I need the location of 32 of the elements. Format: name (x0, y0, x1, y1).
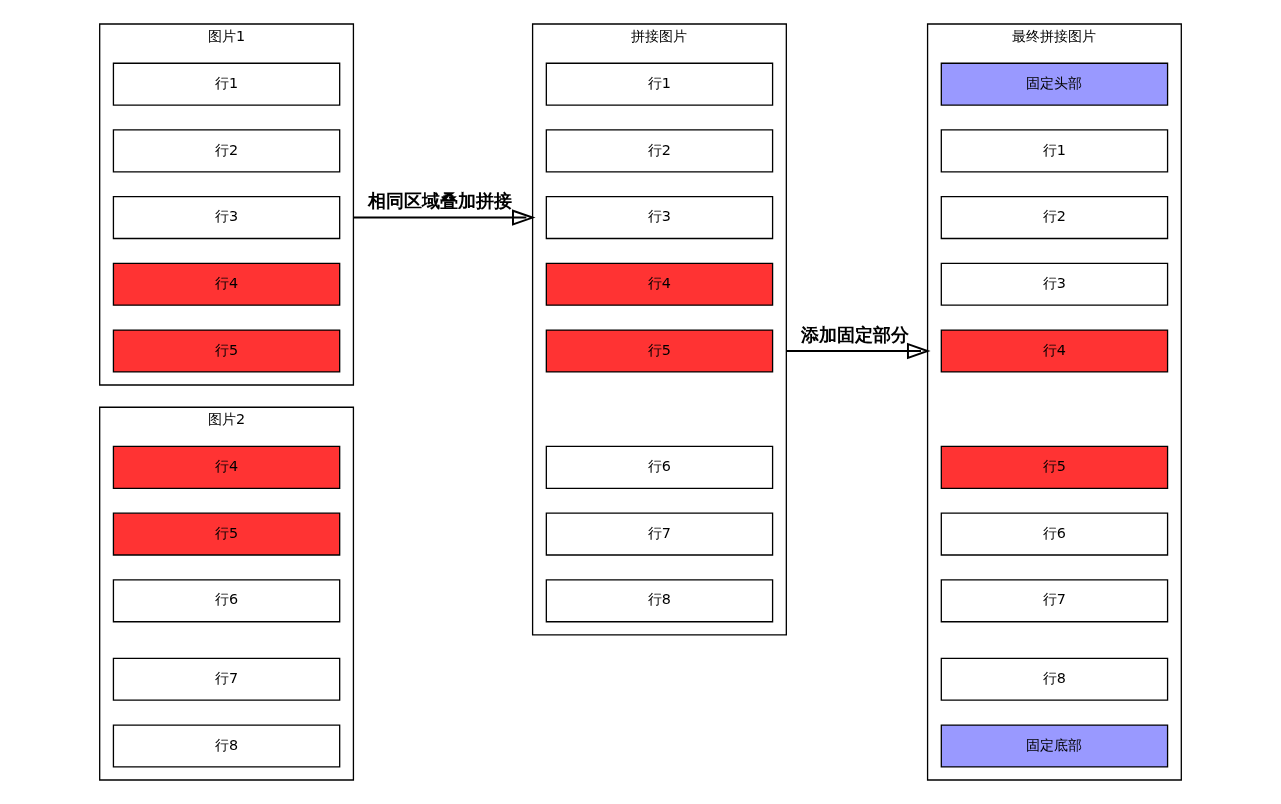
node-box: 行7 (545, 512, 774, 556)
node-box: 行7 (112, 657, 341, 701)
node-box: 行4 (940, 329, 1169, 373)
node-box: 行2 (112, 129, 341, 173)
node-box: 行1 (940, 129, 1169, 173)
node-box: 行3 (112, 196, 341, 240)
node-box: 行2 (545, 129, 774, 173)
edge-label: 相同区域叠加拼接 (367, 190, 512, 212)
node-box: 行3 (545, 196, 774, 240)
node-box: 行5 (940, 445, 1169, 489)
node-box: 行6 (112, 579, 341, 623)
node-box: 固定底部 (940, 724, 1169, 768)
node-box: 行1 (545, 62, 774, 106)
arrow (352, 209, 536, 226)
node-box: 行1 (112, 62, 341, 106)
node-box: 行8 (112, 724, 341, 768)
node-box: 固定头部 (940, 62, 1169, 106)
node-box: 行3 (940, 262, 1169, 306)
arrow (785, 342, 931, 360)
node-box: 行6 (545, 445, 774, 489)
node-box: 行6 (940, 512, 1169, 556)
edge-label: 添加固定部分 (800, 323, 909, 345)
node-box: 行2 (940, 196, 1169, 240)
node-box: 行4 (545, 262, 774, 306)
node-box: 行8 (940, 657, 1169, 701)
node-box: 行5 (545, 329, 774, 373)
node-box: 行5 (112, 512, 341, 556)
node-box: 行7 (940, 579, 1169, 623)
node-box: 行5 (112, 329, 341, 373)
node-box: 行8 (545, 579, 774, 623)
node-box: 行4 (112, 445, 341, 489)
node-box: 行4 (112, 262, 341, 306)
